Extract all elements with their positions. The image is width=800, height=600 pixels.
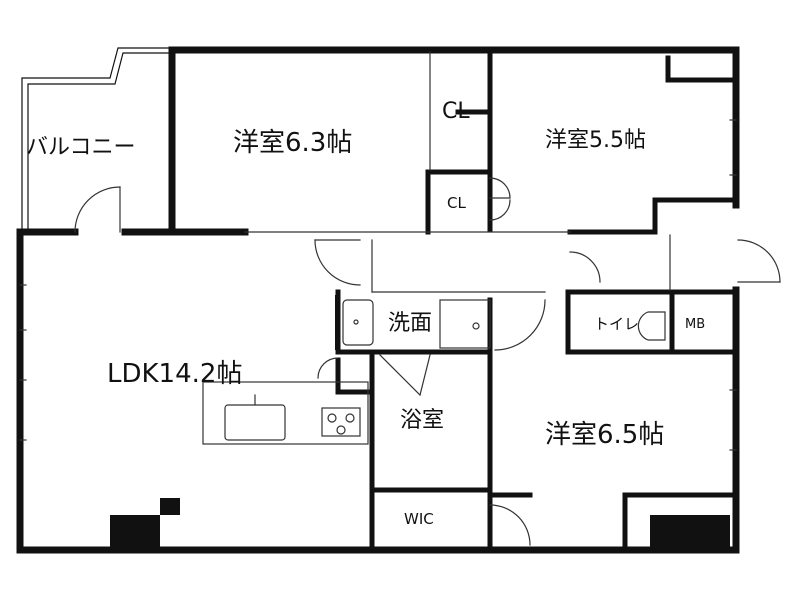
solid-fills <box>110 295 730 550</box>
balcony-outline <box>21 47 173 231</box>
room-label-meter-box: MB <box>685 317 706 332</box>
room-label-western-b: 洋室5.5帖 <box>545 128 646 153</box>
room-label-bath: 浴室 <box>400 408 445 433</box>
thin-lines <box>19 51 781 546</box>
room-label-wic: WIC <box>404 510 434 528</box>
room-label-western-a: 洋室6.3帖 <box>233 128 353 158</box>
room-label-toilet: トイレ <box>594 315 640 333</box>
room-label-western-c: 洋室6.5帖 <box>545 420 665 450</box>
interior-walls <box>335 47 739 548</box>
room-label-balcony: バルコニー <box>26 135 136 160</box>
room-label-ldk: LDK14.2帖 <box>107 359 243 389</box>
room-label-closet-a: CL <box>442 99 470 124</box>
room-label-washroom: 洗面 <box>388 311 433 336</box>
room-label-closet-b: CL <box>447 194 466 212</box>
exterior-walls <box>16 46 740 554</box>
